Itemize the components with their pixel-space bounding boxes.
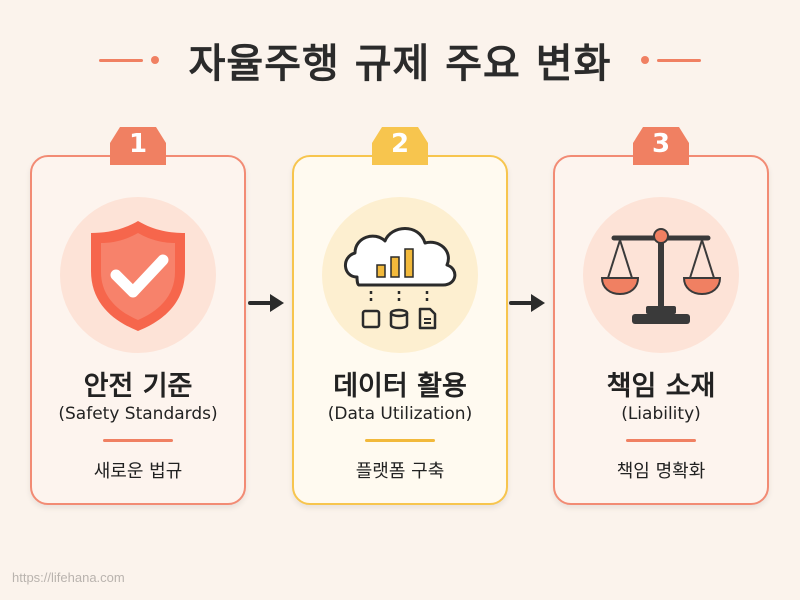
card-heading: 안전 기준 [83,371,193,402]
card-data-utilization: 2 데이터 활용 (Data Utilization) 플랫폼 구축 [292,127,508,505]
card-subheading: (Safety Standards) [58,404,218,424]
scales-icon [600,228,722,324]
card-safety-standards: 1 안전 기준 (Safety Standards) 새로운 법규 [30,127,246,505]
card-subheading: (Liability) [621,404,701,424]
title-decoration-left [98,56,167,64]
card-heading: 책임 소재 [606,371,716,402]
title-decoration-right [633,56,702,64]
step-badge-1: 1 [106,123,170,169]
card-divider [365,439,435,442]
card-divider [103,439,173,442]
card-description: 책임 명확화 [616,461,706,482]
card-liability: 3 책임 소재 (Liability) 책임 명확화 [553,127,769,505]
step-number: 1 [128,129,148,159]
footer-url: https://lifehana.com [12,570,125,585]
title-bar: 자율주행 규제 주요 변화 [0,30,800,90]
step-badge-2: 2 [368,123,432,169]
page-title: 자율주행 규제 주요 변화 [188,41,612,87]
step-badge-3: 3 [629,123,693,169]
shield-check-icon [91,221,185,331]
arrow-right-icon [509,294,545,312]
card-description: 플랫폼 구축 [355,461,445,482]
icon-circle [322,197,478,353]
step-number: 3 [651,129,671,159]
cloud-data-icon [344,227,457,330]
arrow-right-icon [248,294,284,312]
icon-circle [583,197,739,353]
card-subheading: (Data Utilization) [327,404,473,424]
icon-circle [60,197,216,353]
card-description: 새로운 법규 [93,461,183,482]
step-number: 2 [390,129,410,159]
card-heading: 데이터 활용 [333,371,467,402]
card-divider [626,439,696,442]
